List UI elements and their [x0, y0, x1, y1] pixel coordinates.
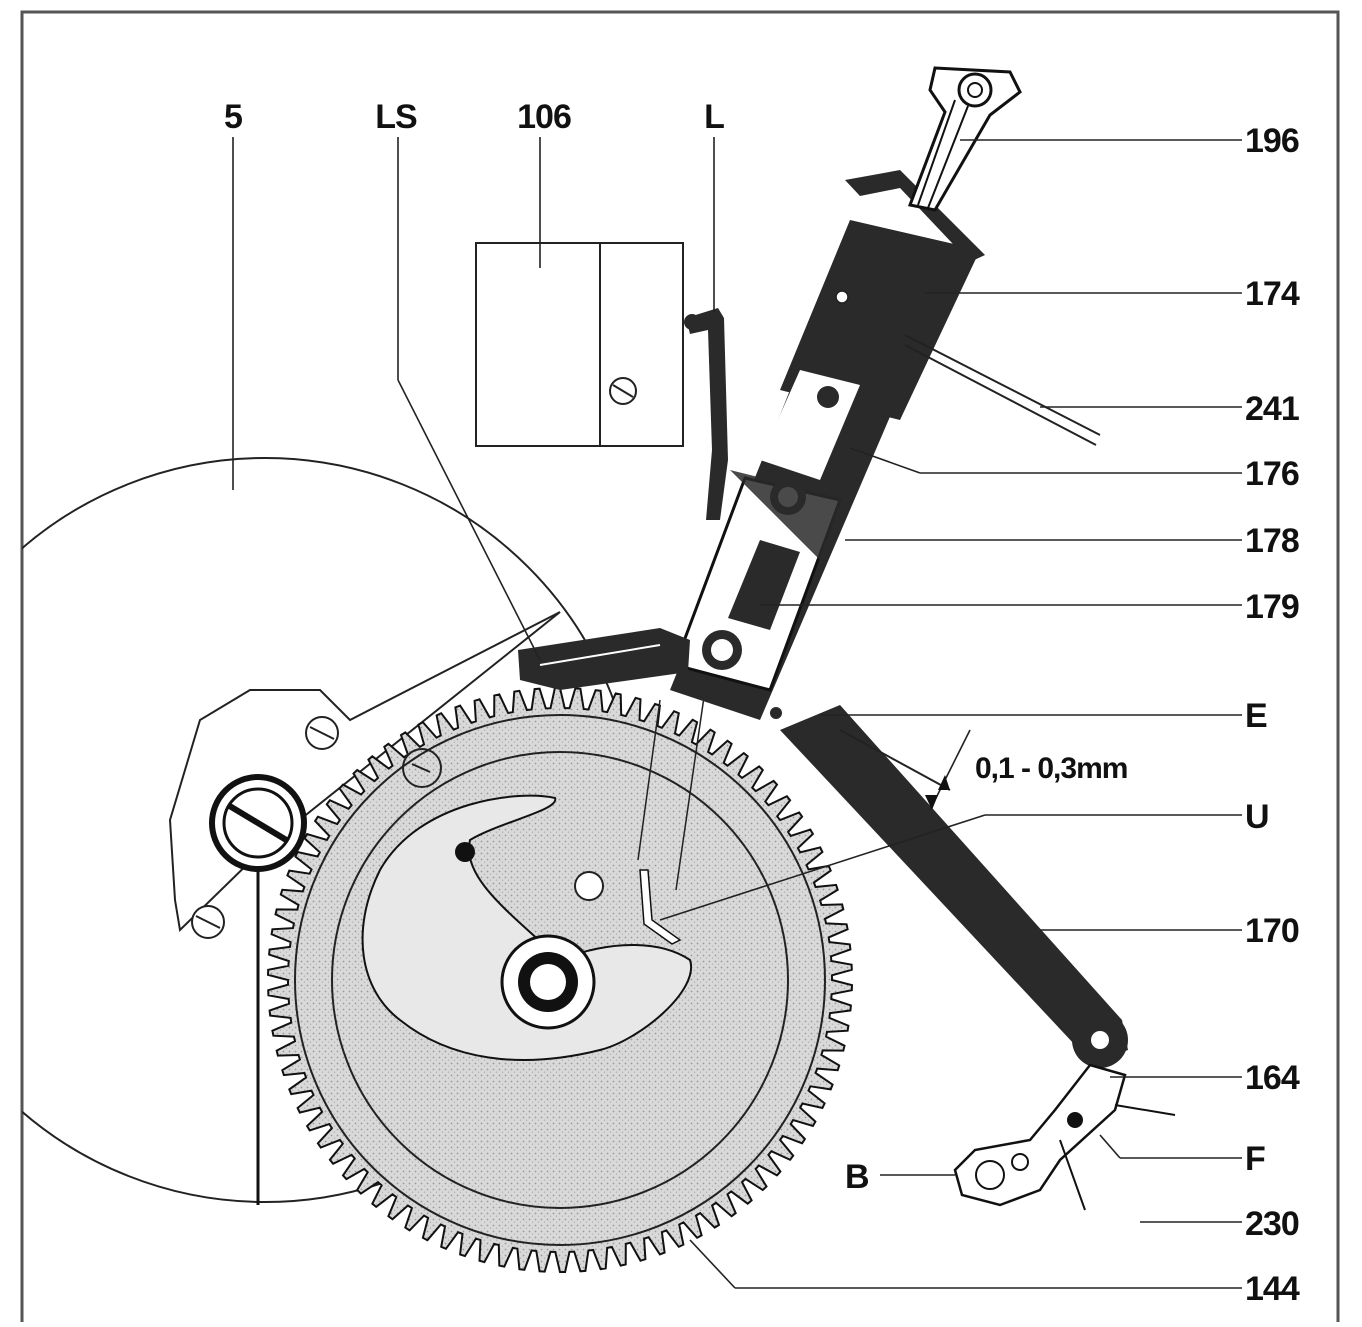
label-176: 176: [1245, 455, 1299, 493]
label-179: 179: [1245, 588, 1299, 626]
lever-l: [686, 308, 728, 520]
label-u: U: [1245, 798, 1269, 836]
label-178: 178: [1245, 522, 1299, 560]
eccentric-196: [907, 66, 1022, 212]
label-230: 230: [1245, 1205, 1299, 1243]
main-gear-144: [266, 687, 854, 1273]
label-l: L: [704, 98, 724, 136]
label-164: 164: [1245, 1059, 1300, 1097]
lever-164: [953, 1063, 1176, 1211]
label-b: B: [845, 1158, 869, 1196]
label-196: 196: [1245, 122, 1299, 160]
dimension-text: 0,1 - 0,3mm: [975, 752, 1127, 785]
label-144: 144: [1245, 1270, 1300, 1308]
gap-dimension: 0,1 - 0,3mm: [925, 752, 1128, 810]
label-5: 5: [224, 98, 242, 136]
rod-241: [904, 334, 1101, 436]
slider-174: [670, 170, 985, 720]
plate-106: [475, 242, 684, 447]
label-e: E: [1245, 697, 1267, 735]
outer-frame: [20, 10, 1340, 1327]
big-screw: [209, 774, 307, 1205]
lever-ls: [518, 628, 690, 690]
label-170: 170: [1245, 912, 1299, 950]
leader-lines: [232, 137, 1242, 1289]
label-ls: LS: [375, 98, 417, 136]
bracket-plate: [168, 611, 561, 933]
label-106: 106: [517, 98, 571, 136]
label-f: F: [1245, 1140, 1265, 1178]
label-241: 241: [1245, 390, 1299, 428]
label-174: 174: [1245, 275, 1300, 313]
lever-arm-170: [765, 702, 1128, 1068]
